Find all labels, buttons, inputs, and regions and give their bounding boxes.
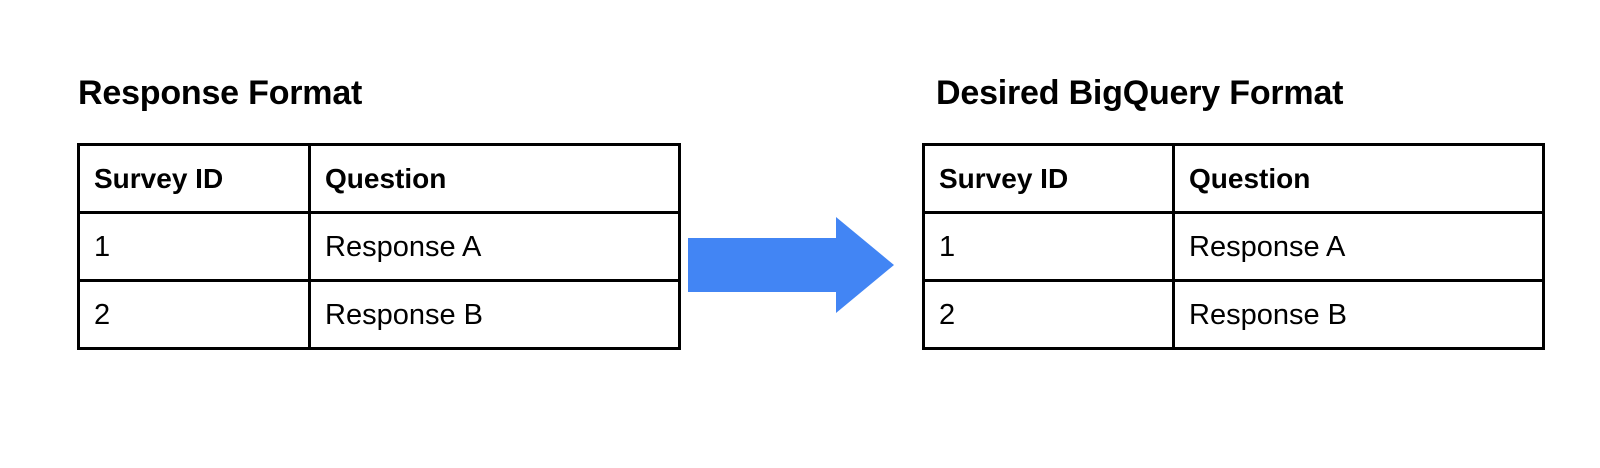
table-source-format: Survey ID Question 1 Response A 2 Respon… (77, 143, 681, 350)
cell-question: Response A (1172, 211, 1545, 282)
column-header-question: Question (1172, 143, 1545, 214)
page-title-source: Response Format (78, 74, 363, 112)
table-target-format: Survey ID Question 1 Response A 2 Respon… (922, 143, 1545, 350)
table-row: 2 Response B (922, 279, 1545, 350)
table-row: 1 Response A (922, 211, 1545, 282)
table-header-row: Survey ID Question (922, 143, 1545, 214)
cell-question: Response B (308, 279, 681, 350)
right-arrow-shape (688, 217, 894, 313)
column-header-survey-id: Survey ID (77, 143, 311, 214)
cell-question: Response B (1172, 279, 1545, 350)
cell-survey-id: 2 (922, 279, 1175, 350)
table-header-row: Survey ID Question (77, 143, 681, 214)
cell-question: Response A (308, 211, 681, 282)
cell-survey-id: 1 (77, 211, 311, 282)
right-arrow-icon (688, 217, 894, 313)
table-row: 1 Response A (77, 211, 681, 282)
table-row: 2 Response B (77, 279, 681, 350)
column-header-question: Question (308, 143, 681, 214)
cell-survey-id: 1 (922, 211, 1175, 282)
page-title-target: Desired BigQuery Format (936, 74, 1344, 112)
cell-survey-id: 2 (77, 279, 311, 350)
column-header-survey-id: Survey ID (922, 143, 1175, 214)
